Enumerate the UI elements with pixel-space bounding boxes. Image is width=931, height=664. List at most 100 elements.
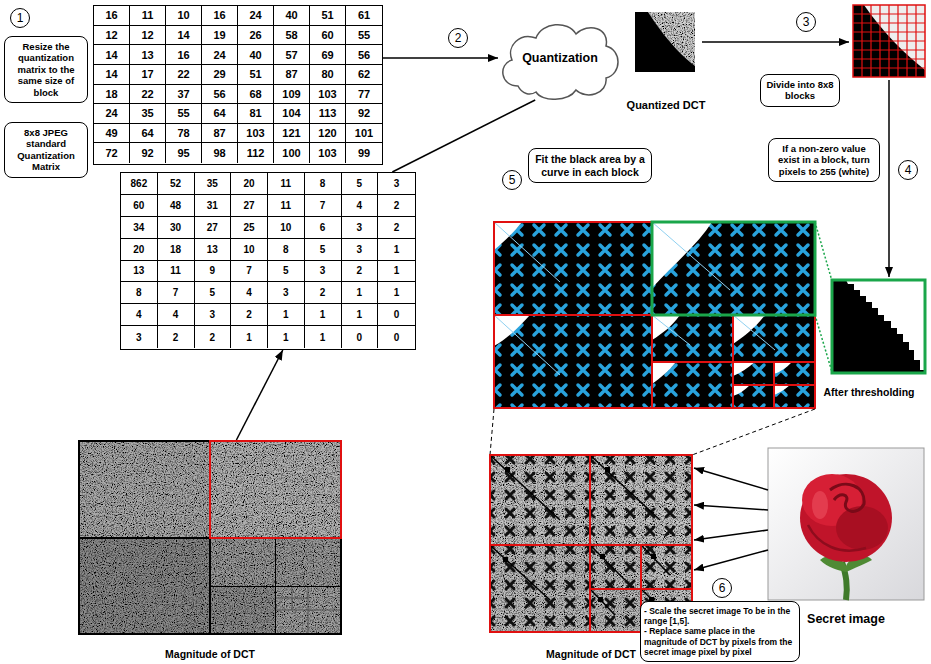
table-cell: 22	[130, 85, 166, 105]
table-cell: 100	[274, 143, 310, 163]
table-cell: 5	[342, 173, 379, 195]
box-text: - Scale the secret image To be in the ra…	[644, 606, 796, 626]
table-cell: 11	[268, 173, 305, 195]
table-cell: 7	[231, 261, 268, 283]
callout-number: 3	[803, 16, 810, 28]
table-cell: 35	[130, 104, 166, 124]
note-box: Resize the quantization matrix to the sa…	[4, 36, 88, 103]
table-cell: 4	[121, 304, 158, 326]
table-cell: 0	[342, 326, 379, 348]
table-cell: 7	[305, 195, 342, 217]
callout-circle: 1	[10, 8, 30, 28]
table-cell: 16	[166, 45, 202, 65]
table-cell: 2	[342, 261, 379, 283]
note-box: Fit the black area by a curve in each bl…	[528, 148, 652, 183]
connector-arrow	[383, 57, 498, 59]
note-box: Divide into 8x8 blocks	[760, 74, 840, 107]
table-cell: 35	[195, 173, 232, 195]
flow-arrow	[888, 80, 890, 277]
table-cell: 3	[342, 239, 379, 261]
block-curve-figure	[494, 222, 815, 408]
image-caption: Quantized DCT	[627, 99, 706, 112]
table-cell: 19	[202, 26, 238, 46]
dct-magnitude-image	[80, 442, 209, 537]
table-cell: 62	[346, 65, 382, 85]
table-cell: 64	[202, 104, 238, 124]
table-cell: 13	[195, 239, 232, 261]
block-curve-figure	[494, 222, 815, 408]
callout-number: 1	[17, 12, 24, 24]
rose-photo	[830, 484, 864, 511]
block-grid-image	[853, 5, 925, 77]
table-cell: 8	[268, 239, 305, 261]
callout-circle: 5	[502, 170, 522, 190]
connector-line	[392, 100, 535, 172]
table-cell: 2	[378, 195, 415, 217]
table-cell: 12	[94, 26, 130, 46]
table-cell: 11	[268, 195, 305, 217]
table-cell: 14	[94, 65, 130, 85]
table-cell: 81	[238, 104, 274, 124]
table-cell: 1	[342, 282, 379, 304]
table-cell: 6	[305, 217, 342, 239]
image-figure: Secret image	[768, 448, 924, 626]
dct-magnitude-image	[276, 587, 340, 633]
dct-magnitude-image	[276, 539, 340, 586]
table-cell: 1	[305, 304, 342, 326]
dct-magnitude-image	[210, 441, 341, 538]
table-cell: 1	[378, 261, 415, 283]
box-text: If a non-zero value exist in a block, tu…	[772, 143, 876, 177]
callout-circle: 2	[448, 28, 468, 48]
rose-photo	[800, 474, 892, 562]
table-cell: 27	[195, 217, 232, 239]
table-cell: 9	[195, 261, 232, 283]
table-cell: 30	[158, 217, 195, 239]
rose-photo	[768, 448, 924, 600]
table-cell: 113	[310, 104, 346, 124]
table-cell: 87	[274, 65, 310, 85]
table-cell: 2	[305, 282, 342, 304]
zoom-line	[490, 409, 815, 455]
table-cell: 58	[274, 26, 310, 46]
table-cell: 64	[130, 124, 166, 144]
table-cell: 14	[166, 26, 202, 46]
table-cell: 112	[238, 143, 274, 163]
table-cell: 103	[238, 124, 274, 144]
table-cell: 69	[310, 45, 346, 65]
table-cell: 3	[268, 282, 305, 304]
table-cell: 1	[305, 326, 342, 348]
table-cell: 72	[94, 143, 130, 163]
table-cell: 55	[346, 26, 382, 46]
quantized-dct-image	[635, 12, 695, 72]
quantized-dct-image	[635, 12, 695, 72]
threshold-image	[832, 280, 925, 373]
table-cell: 1	[378, 239, 415, 261]
table-cell: 60	[121, 195, 158, 217]
table-cell: 10	[268, 217, 305, 239]
table-cell: 20	[121, 239, 158, 261]
table-cell: 95	[166, 143, 202, 163]
table-cell: 3	[378, 173, 415, 195]
table-cell: 120	[310, 124, 346, 144]
dct-magnitude-image	[78, 440, 342, 635]
box-text: 8x8 JPEG standard Quantization Matrix	[8, 127, 84, 173]
table-cell: 10	[166, 6, 202, 26]
image-figure: Magnitude of DCT	[78, 440, 342, 660]
table-cell: 109	[274, 85, 310, 105]
table-cell: 103	[310, 143, 346, 163]
image-caption: After thresholding	[824, 386, 915, 398]
table-cell: 25	[231, 217, 268, 239]
table-cell: 27	[231, 195, 268, 217]
table-cell: 56	[346, 45, 382, 65]
table-cell: 29	[202, 65, 238, 85]
table-cell: 8	[121, 282, 158, 304]
table-cell: 0	[378, 304, 415, 326]
table-cell: 2	[158, 326, 195, 348]
table-cell: 121	[274, 124, 310, 144]
connector-arrow	[694, 550, 768, 570]
table-cell: 7	[158, 282, 195, 304]
note-box: - Scale the secret image To be in the ra…	[640, 601, 800, 662]
table-cell: 2	[195, 326, 232, 348]
table-cell: 26	[238, 26, 274, 46]
table-cell: 3	[342, 217, 379, 239]
